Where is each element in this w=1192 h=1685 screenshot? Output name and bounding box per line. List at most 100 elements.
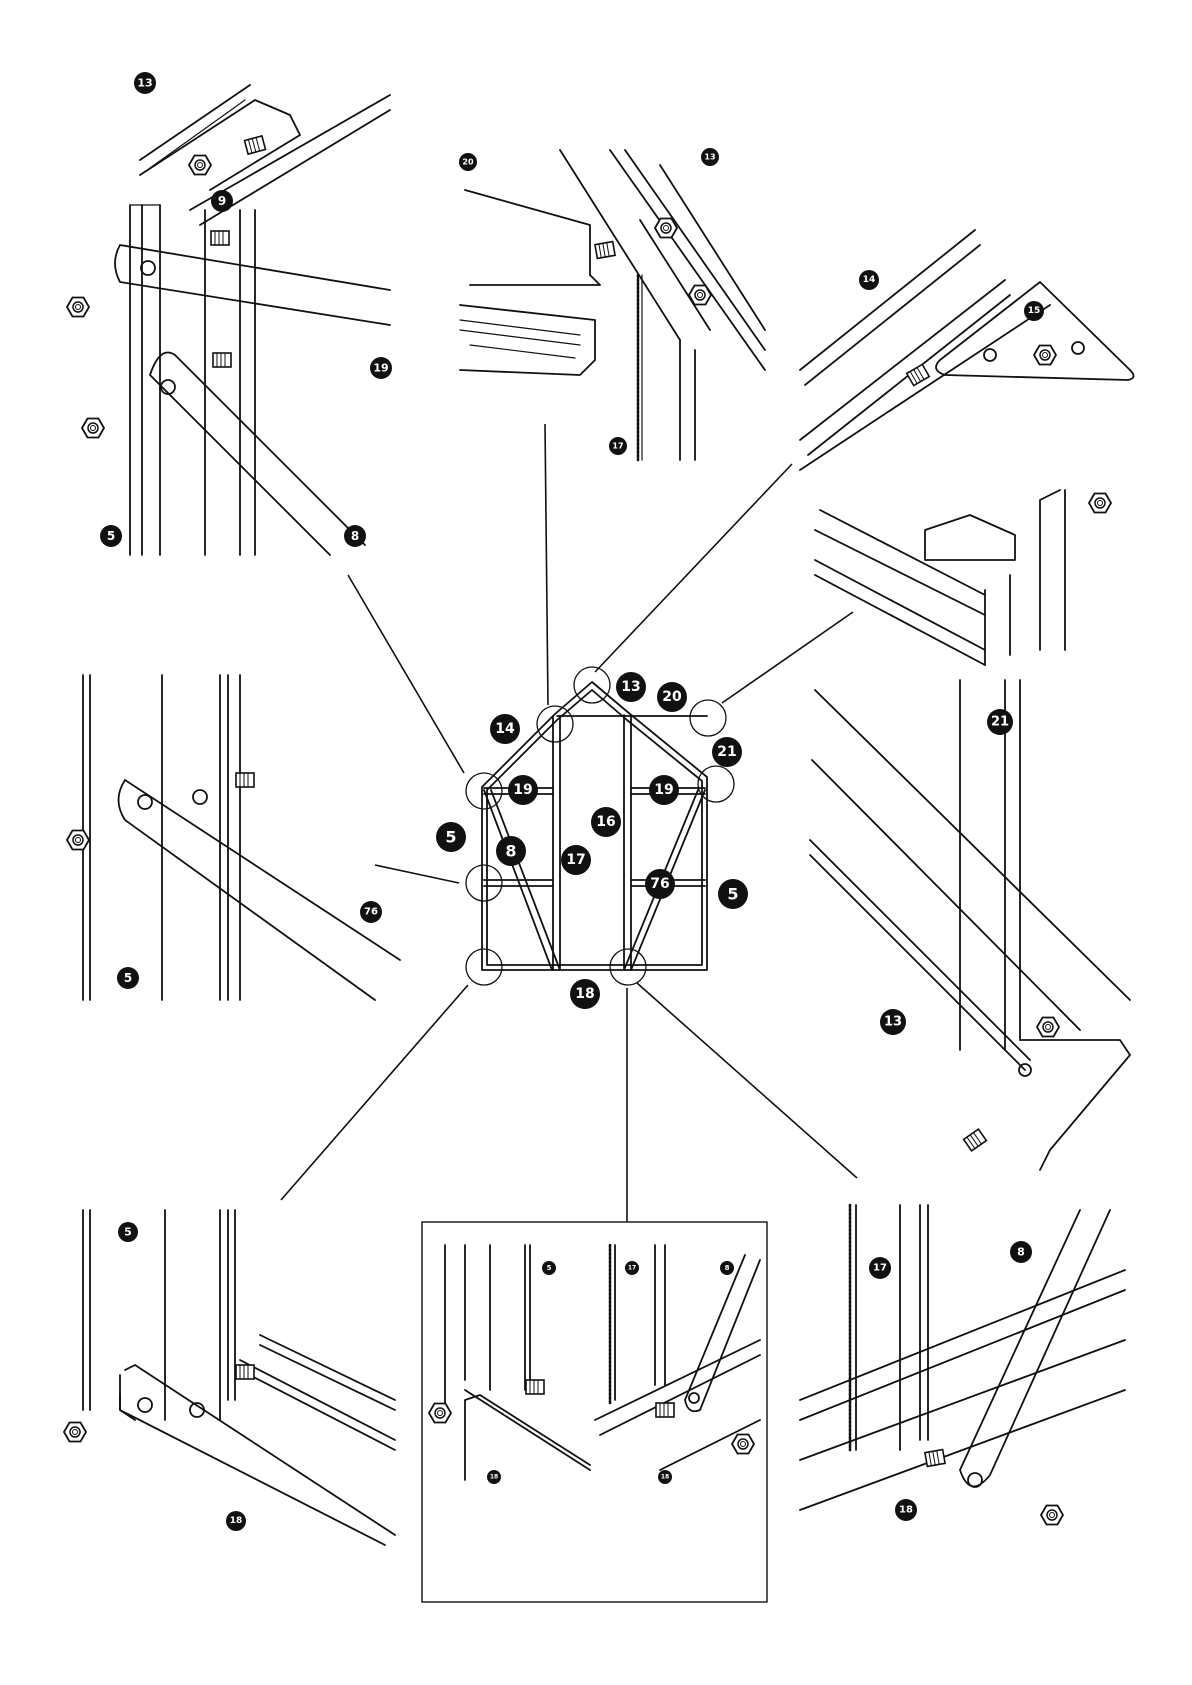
detail-panel-bottom-left: 5 18 [64, 1210, 395, 1545]
bolt-icon [964, 1129, 987, 1151]
hex-nut-icon [655, 219, 677, 238]
callout-18: 18 [895, 1499, 917, 1521]
svg-text:17: 17 [873, 1263, 887, 1274]
bolt-icon [595, 242, 615, 259]
svg-text:13: 13 [704, 153, 715, 162]
callout-8: 8 [496, 836, 526, 866]
bolt-icon [211, 231, 229, 245]
callout-13: 13 [701, 148, 719, 166]
callout-5: 5 [436, 822, 466, 852]
callout-19: 19 [508, 775, 538, 805]
bolt-icon [236, 773, 254, 787]
svg-text:13: 13 [137, 77, 152, 90]
bolt-icon [213, 353, 231, 367]
callout-8: 8 [720, 1261, 734, 1275]
svg-text:18: 18 [899, 1505, 913, 1516]
svg-text:9: 9 [218, 194, 226, 208]
callout-5: 5 [542, 1261, 556, 1275]
hex-nut-icon [429, 1404, 451, 1423]
bolt-icon [907, 364, 930, 385]
callout-17: 17 [625, 1261, 639, 1275]
bolt-icon [526, 1380, 544, 1394]
svg-text:16: 16 [596, 814, 615, 830]
hex-nut-icon [67, 298, 89, 317]
callout-14: 14 [859, 270, 879, 290]
svg-text:15: 15 [1028, 306, 1041, 316]
callout-15: 15 [1024, 301, 1044, 321]
svg-text:5: 5 [124, 1226, 132, 1239]
svg-text:14: 14 [495, 721, 515, 737]
callout-20: 20 [657, 682, 687, 712]
svg-text:20: 20 [462, 158, 474, 167]
callout-17: 17 [609, 437, 627, 455]
svg-text:5: 5 [445, 828, 456, 847]
svg-text:13: 13 [621, 679, 640, 695]
svg-text:5: 5 [727, 885, 738, 904]
callout-17: 17 [561, 845, 591, 875]
callout-13: 13 [134, 72, 156, 94]
svg-text:5: 5 [107, 529, 115, 543]
callout-18: 18 [570, 979, 600, 1009]
bolt-icon [244, 136, 265, 154]
leader-lines [281, 424, 857, 1222]
svg-text:17: 17 [628, 1265, 636, 1272]
detail-panel-top-left: 13 9 19 5 8 [67, 72, 392, 555]
hex-nut-icon [1037, 1018, 1059, 1037]
callout-18: 18 [487, 1470, 501, 1484]
svg-text:8: 8 [505, 842, 516, 861]
detail-panel-top-center: 20 13 17 [459, 148, 765, 460]
svg-text:19: 19 [654, 782, 673, 798]
callout-13: 13 [616, 672, 646, 702]
hex-nut-icon [689, 286, 711, 305]
callout-19: 19 [649, 775, 679, 805]
svg-text:17: 17 [566, 852, 585, 868]
svg-text:76: 76 [650, 876, 669, 892]
svg-text:18: 18 [575, 986, 594, 1002]
detail-panel-bottom-center: 5 17 8 18 18 [422, 1222, 767, 1602]
hex-nut-icon [732, 1435, 754, 1454]
svg-text:13: 13 [884, 1015, 902, 1030]
hex-nut-icon [82, 419, 104, 438]
svg-text:5: 5 [124, 971, 132, 985]
callout-20: 20 [459, 153, 477, 171]
hex-nut-icon [1089, 494, 1111, 513]
hex-nut-icon [67, 831, 89, 850]
callout-5: 5 [718, 879, 748, 909]
hex-nut-icon [1034, 346, 1056, 365]
svg-text:18: 18 [490, 1474, 498, 1481]
svg-text:17: 17 [612, 442, 623, 451]
callout-5: 5 [118, 1222, 138, 1242]
detail-panel-mid-left: 76 5 [67, 675, 400, 1000]
callout-16: 16 [591, 807, 621, 837]
svg-text:20: 20 [662, 689, 682, 705]
bolt-icon [656, 1403, 674, 1417]
callout-18: 18 [658, 1470, 672, 1484]
svg-text:21: 21 [717, 744, 736, 760]
svg-text:76: 76 [364, 907, 378, 918]
greenhouse-end-frame: 13 20 14 21 19 19 16 5 8 17 76 5 18 [436, 667, 748, 1009]
callout-14: 14 [490, 714, 520, 744]
callout-13: 13 [880, 1009, 906, 1035]
callout-76: 76 [360, 901, 382, 923]
svg-text:19: 19 [373, 362, 388, 375]
callout-8: 8 [344, 525, 366, 547]
hex-nut-icon [64, 1423, 86, 1442]
svg-text:19: 19 [513, 782, 532, 798]
detail-panel-top-right: 14 15 [800, 230, 1134, 665]
detail-panel-right: 21 13 [810, 680, 1130, 1170]
svg-text:5: 5 [547, 1264, 552, 1272]
hex-nut-icon [189, 156, 211, 175]
callout-17: 17 [869, 1257, 891, 1279]
svg-text:18: 18 [661, 1474, 669, 1481]
svg-text:21: 21 [991, 715, 1009, 730]
svg-text:8: 8 [725, 1264, 730, 1272]
callout-18: 18 [226, 1511, 246, 1531]
callout-21: 21 [712, 737, 742, 767]
callout-19: 19 [370, 357, 392, 379]
hex-nut-icon [1041, 1506, 1063, 1525]
bolt-icon [925, 1450, 945, 1467]
callout-5: 5 [100, 525, 122, 547]
bolt-icon [236, 1365, 254, 1379]
svg-text:18: 18 [230, 1516, 243, 1526]
